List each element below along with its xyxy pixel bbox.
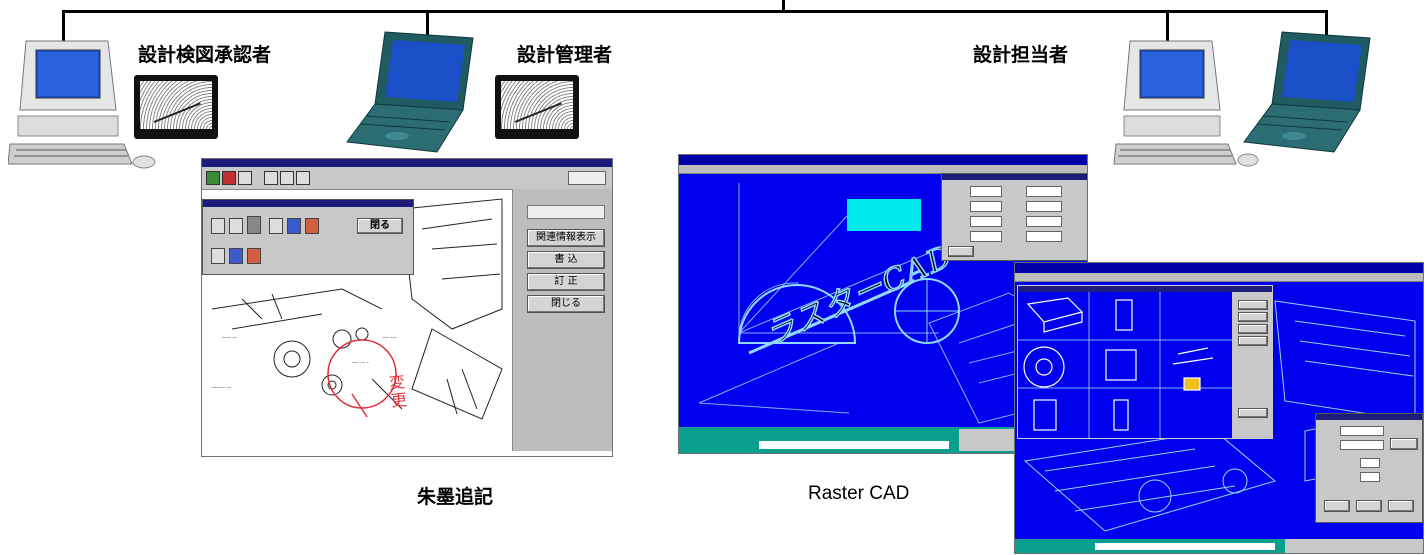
prop-field[interactable] <box>1340 426 1384 436</box>
toolbar-field[interactable] <box>568 171 606 185</box>
catalog-button[interactable] <box>1238 324 1268 334</box>
catalog-button[interactable] <box>1238 300 1268 310</box>
raster-cad-window-2 <box>1014 262 1424 554</box>
drop-line-approver <box>62 10 65 44</box>
drop-line-designer-laptop <box>1325 10 1328 36</box>
tool-icon[interactable] <box>296 171 310 185</box>
prop-field[interactable] <box>1360 458 1380 468</box>
layer-dialog <box>941 173 1087 261</box>
prop-field[interactable] <box>1360 472 1380 482</box>
laptop-icon <box>1243 31 1371 153</box>
window-menu-bar <box>679 165 1087 174</box>
redline-window: ---- -- --- -- - ------ -- --- --- 変更 閉る 関… <box>201 158 613 457</box>
network-root-line <box>782 0 785 12</box>
correct-button[interactable]: 訂 正 <box>527 273 605 291</box>
tool-icon[interactable] <box>264 171 278 185</box>
layer-value[interactable] <box>1026 186 1062 197</box>
window-menu-bar <box>1015 273 1423 282</box>
layer-ok-button[interactable] <box>948 246 974 257</box>
layer-field[interactable] <box>970 186 1002 197</box>
redline-annotation: 変更 <box>388 372 408 411</box>
laptop-icon <box>346 31 474 153</box>
window-title-bar <box>1015 263 1423 273</box>
tool-icon[interactable] <box>211 248 225 264</box>
mechanical-drawing: ---- -- --- -- - ------ -- --- --- <box>211 198 503 420</box>
cad-status-bar <box>1015 539 1423 553</box>
prop-button[interactable] <box>1356 500 1382 512</box>
role-label-approver: 設計検図承認者 <box>138 44 272 66</box>
parts-catalog <box>1017 285 1273 439</box>
parts-grid <box>1018 292 1232 438</box>
catalog-button[interactable] <box>1238 336 1268 346</box>
layer-value[interactable] <box>1026 201 1062 212</box>
drop-line-manager <box>426 10 429 36</box>
tool-panel: 閉る <box>202 199 414 275</box>
properties-dialog <box>1315 413 1423 523</box>
pen-tablet-icon <box>134 75 218 139</box>
svg-text:--- -- -: --- -- - <box>352 359 369 366</box>
side-field[interactable] <box>527 205 605 219</box>
window-toolbar <box>202 167 612 190</box>
catalog-button[interactable] <box>1238 312 1268 322</box>
side-button-panel: 関連情報表示 書 込 訂 正 閉じる <box>512 189 612 451</box>
desktop-computer-icon <box>8 40 156 169</box>
prop-button[interactable] <box>1390 438 1418 450</box>
close-button[interactable]: 閉じる <box>527 295 605 313</box>
prop-button[interactable] <box>1324 500 1350 512</box>
tool-icon[interactable] <box>238 171 252 185</box>
panel-close-button[interactable]: 閉る <box>357 218 403 234</box>
desktop-computer-icon <box>1113 40 1259 167</box>
tool-icon[interactable] <box>206 171 220 185</box>
tool-icon[interactable] <box>229 218 243 234</box>
layer-field[interactable] <box>970 216 1002 227</box>
tool-icon[interactable] <box>229 248 243 264</box>
catalog-button[interactable] <box>1238 408 1268 418</box>
role-label-designer: 設計担当者 <box>973 44 1069 66</box>
tool-icon[interactable] <box>269 218 283 234</box>
tool-icon[interactable] <box>222 171 236 185</box>
tool-icon[interactable] <box>247 216 261 234</box>
svg-text:------ --: ------ -- <box>212 384 231 391</box>
command-input[interactable] <box>759 441 949 449</box>
tool-icon[interactable] <box>305 218 319 234</box>
tool-icon[interactable] <box>247 248 261 264</box>
command-input[interactable] <box>1095 543 1275 550</box>
caption-raster-cad: Raster CAD <box>808 483 910 504</box>
caption-redline: 朱墨追記 <box>417 486 494 508</box>
status-panel <box>1285 539 1423 553</box>
related-info-button[interactable]: 関連情報表示 <box>527 229 605 247</box>
window-title-bar <box>679 155 1087 165</box>
tool-icon[interactable] <box>211 218 225 234</box>
drop-line-designer-desktop <box>1166 10 1169 44</box>
layer-value[interactable] <box>1026 216 1062 227</box>
layer-value[interactable] <box>1026 231 1062 242</box>
svg-text:--- ---: --- --- <box>382 334 397 341</box>
layer-field[interactable] <box>970 201 1002 212</box>
role-label-manager: 設計管理者 <box>517 44 613 66</box>
layer-field[interactable] <box>970 231 1002 242</box>
window-title-bar <box>202 159 612 167</box>
write-button[interactable]: 書 込 <box>527 251 605 269</box>
network-bus-line <box>62 10 1328 13</box>
catalog-side-panel <box>1232 292 1272 438</box>
prop-button[interactable] <box>1388 500 1414 512</box>
tool-icon[interactable] <box>280 171 294 185</box>
pen-tablet-icon <box>495 75 579 139</box>
prop-field[interactable] <box>1340 440 1384 450</box>
tool-icon[interactable] <box>287 218 301 234</box>
svg-text:---- --: ---- -- <box>222 334 237 341</box>
redline-mark <box>327 339 397 409</box>
